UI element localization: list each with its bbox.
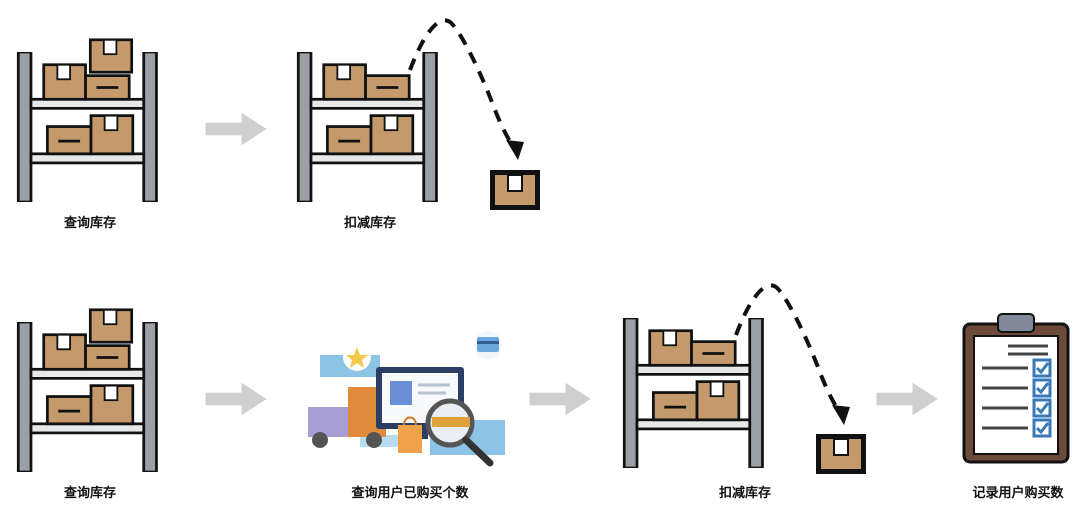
flow-arrow-icon bbox=[205, 112, 267, 146]
shop-illustration-icon bbox=[308, 331, 505, 467]
dashed-arrow-icon bbox=[408, 18, 524, 160]
box-icon bbox=[489, 169, 541, 211]
clipboard-checklist-icon bbox=[962, 313, 1070, 464]
step-label: 查询库存 bbox=[63, 216, 117, 231]
box-icon bbox=[88, 308, 134, 344]
step-label: 查询库存 bbox=[63, 486, 117, 501]
step-label: 记录用户购买数 bbox=[972, 486, 1064, 501]
flow-arrow-icon bbox=[205, 382, 267, 416]
dashed-arrow-icon bbox=[734, 283, 850, 425]
shelf-icon bbox=[16, 52, 158, 202]
flow-arrow-icon bbox=[876, 382, 938, 416]
step-label: 扣减库存 bbox=[343, 216, 397, 231]
box-icon bbox=[815, 433, 867, 475]
shelf-icon bbox=[16, 322, 158, 472]
box-icon bbox=[88, 38, 134, 74]
step-label: 扣减库存 bbox=[718, 486, 772, 501]
flow-arrow-icon bbox=[529, 382, 591, 416]
step-label: 查询用户已购买个数 bbox=[351, 486, 469, 501]
